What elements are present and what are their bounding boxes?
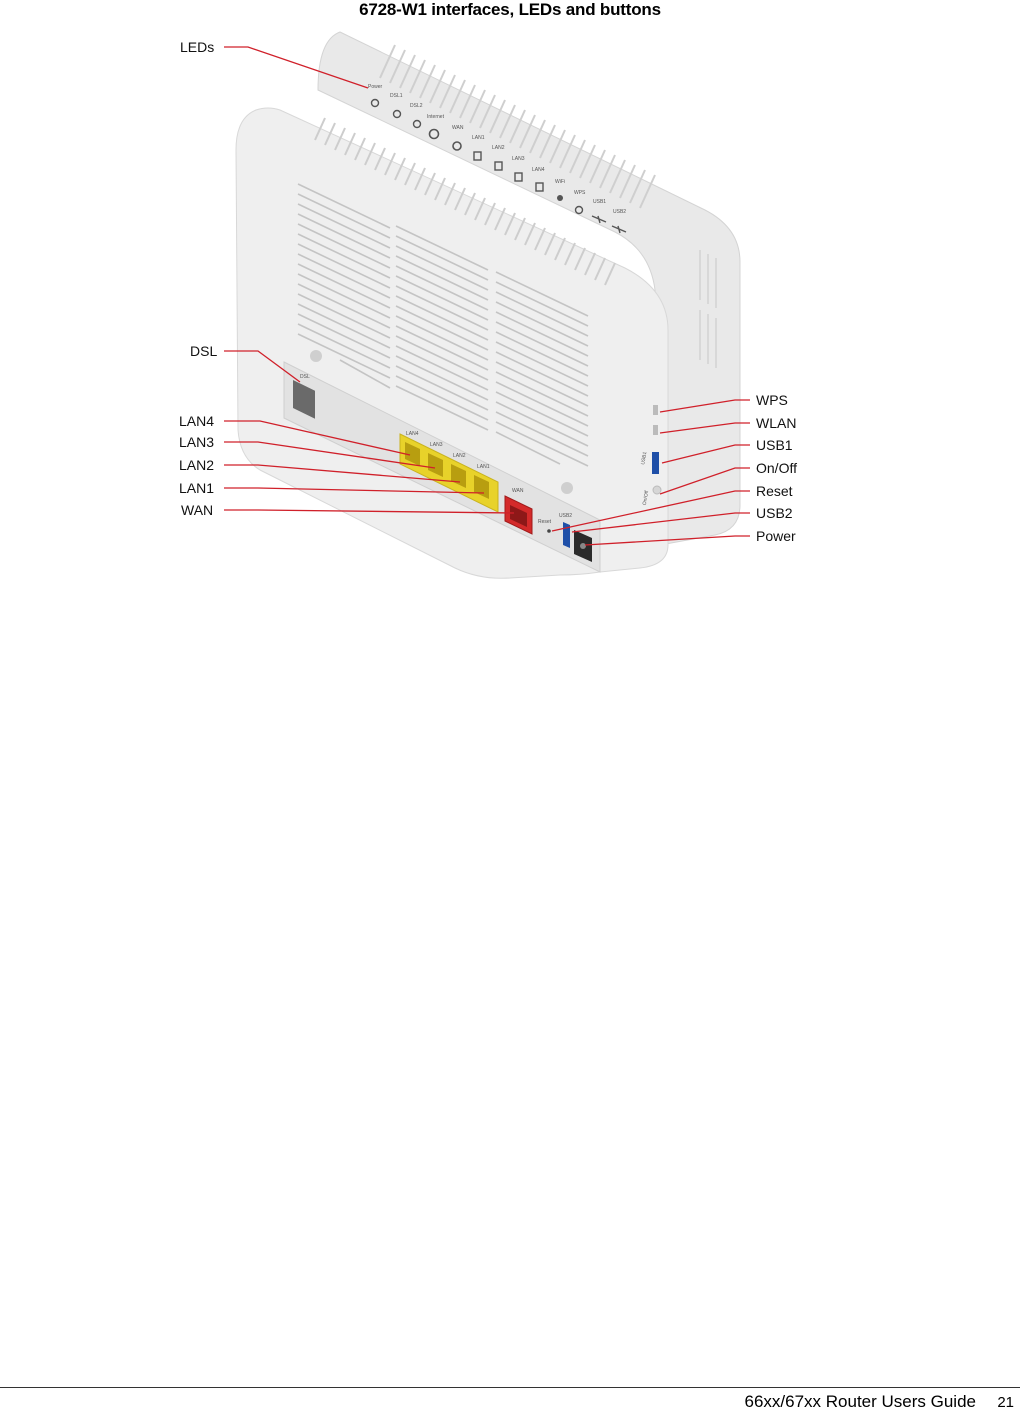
lan2-led-icon (494, 161, 503, 171)
usb2-port-label: USB2 (559, 513, 572, 519)
usb1-led-icon (591, 215, 607, 224)
router-diagram: Power DSL1 DSL2 Internet WAN LAN1 LAN2 L… (179, 31, 797, 579)
led-label: LAN4 (532, 167, 545, 173)
led-panel (370, 98, 627, 234)
led-label: LAN2 (492, 145, 505, 151)
callout-wan: WAN (181, 502, 213, 518)
callout-labels-right: WPS WLAN USB1 On/Off Reset USB2 Power (756, 392, 797, 544)
callout-reset: Reset (756, 483, 793, 499)
led-labels: Power DSL1 DSL2 Internet WAN LAN1 LAN2 L… (368, 84, 626, 215)
led-label: USB2 (613, 209, 626, 215)
callout-lines (224, 46, 750, 546)
foot-right (561, 482, 573, 494)
grille-left (297, 183, 391, 389)
power-jack (574, 530, 592, 562)
callout-lan4: LAN4 (179, 413, 214, 429)
led-label: DSL1 (390, 93, 403, 99)
usb1-port (652, 452, 659, 474)
internet-led-icon (428, 128, 440, 140)
foot-left (310, 350, 322, 362)
wan-led-icon (452, 141, 462, 151)
dsl-port-label: DSL (300, 374, 310, 380)
reset-button (547, 529, 551, 533)
lan4-port-label: LAN4 (406, 431, 419, 437)
callout-lan1: LAN1 (179, 480, 214, 496)
power-led-icon (370, 98, 380, 108)
side-vents (699, 250, 717, 368)
callout-usb1: USB1 (756, 437, 793, 453)
callout-wlan: WLAN (756, 415, 796, 431)
on-off-port-label: On/Off (642, 490, 651, 506)
callout-usb2: USB2 (756, 505, 793, 521)
usb2-led-icon (611, 225, 627, 234)
led-label: Internet (427, 114, 445, 120)
footer-divider (0, 1387, 1020, 1388)
wan-port-label: WAN (512, 488, 524, 494)
lan3-led-icon (514, 172, 523, 182)
page-number: 21 (997, 1394, 1014, 1411)
callout-lan3: LAN3 (179, 434, 214, 450)
grille-middle (395, 225, 489, 431)
callout-lan2: LAN2 (179, 457, 214, 473)
dsl2-led-icon (412, 119, 422, 129)
callout-dsl: DSL (190, 343, 217, 359)
usb2-port (563, 522, 570, 548)
led-label: WPS (574, 190, 586, 196)
callout-leds: LEDs (180, 39, 214, 55)
led-label: WAN (452, 125, 464, 131)
led-label: LAN1 (472, 135, 485, 141)
callout-on-off: On/Off (756, 460, 797, 476)
figure-title: 6728-W1 interfaces, LEDs and buttons (359, 0, 661, 19)
top-vents (379, 44, 656, 209)
usb1-port-label: USB1 (640, 451, 648, 465)
dsl-port: DSL (293, 374, 315, 419)
wps-led-icon (574, 205, 584, 215)
led-label: DSL2 (410, 103, 423, 109)
lan3-port-label: LAN3 (430, 442, 443, 448)
reset-port-label: Reset (538, 519, 552, 525)
footer-guide-title: 66xx/67xx Router Users Guide (744, 1392, 977, 1411)
led-label: Power (368, 84, 383, 90)
callout-labels-left: LEDs DSL LAN4 LAN3 LAN2 LAN1 WAN (179, 39, 217, 518)
wps-button (653, 405, 658, 415)
callout-power: Power (756, 528, 796, 544)
wlan-button (653, 425, 658, 435)
lan4-led-icon (535, 182, 544, 192)
dsl1-led-icon (392, 109, 402, 119)
led-label: WiFi (555, 179, 565, 185)
led-label: USB1 (593, 199, 606, 205)
grille-right (495, 271, 589, 467)
on-off-button (652, 485, 662, 495)
wifi-led-icon (557, 195, 563, 201)
lan2-port-label: LAN2 (453, 453, 466, 459)
front-top-vents (314, 117, 616, 286)
led-label: LAN3 (512, 156, 525, 162)
lan1-led-icon (473, 151, 482, 161)
lan1-port-label: LAN1 (477, 464, 490, 470)
callout-wps: WPS (756, 392, 788, 408)
